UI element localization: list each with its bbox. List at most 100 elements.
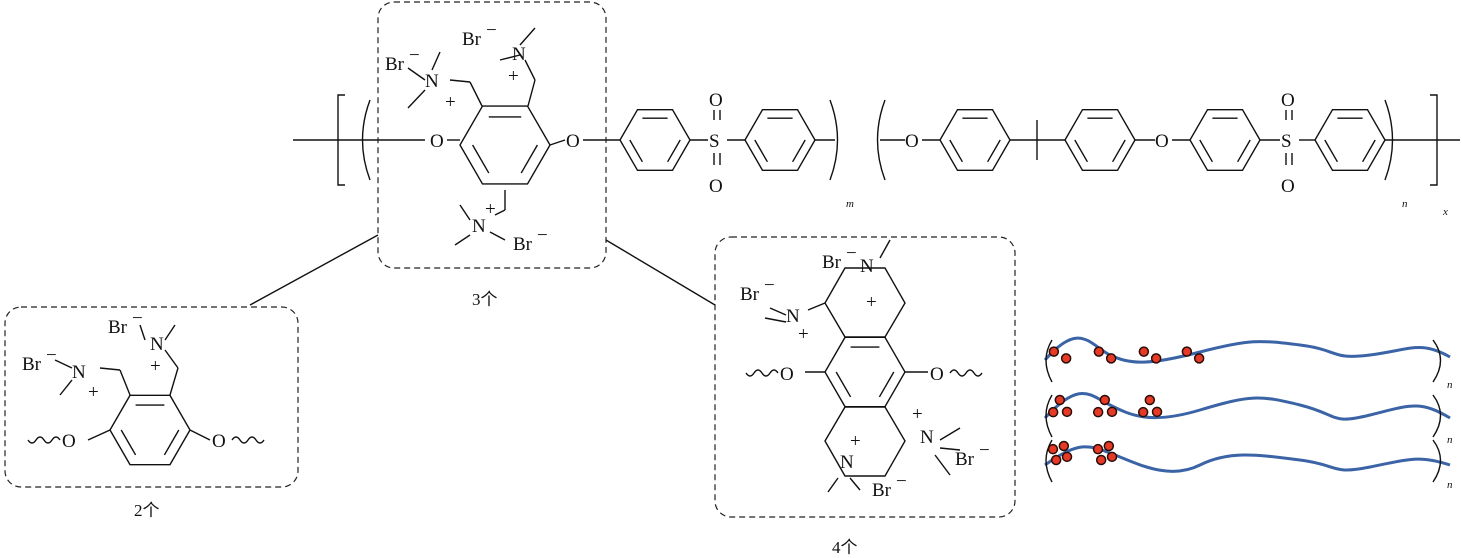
oxygen-label: O [709,90,723,111]
oxygen-label: O [709,176,723,197]
nitrogen-label: N [786,306,800,327]
plus-charge: + [445,92,456,113]
bond [549,139,566,146]
charge-dot [1099,394,1111,406]
sulfur-label: S [1281,131,1292,152]
bond [471,144,490,174]
oxygen-label: O [1281,176,1295,197]
nitrogen-label: N [150,334,164,355]
charge-dot [1105,353,1117,364]
caption-four: 4个 [832,538,858,557]
minus-charge: − [979,440,990,461]
charge-dot [1144,394,1156,406]
charge-dot [1047,406,1059,418]
charge-dot [1106,406,1118,418]
benzene-ring [619,108,691,172]
bond [519,27,536,46]
chain-subscript-n: n [1447,479,1453,491]
plus-charge: + [912,404,923,425]
bond [407,67,426,81]
bond [189,429,211,441]
minus-charge: − [537,225,548,246]
charge-dot [1138,346,1150,357]
plus-charge: + [150,356,161,377]
bond [489,231,506,241]
chain-right-paren [1432,439,1442,483]
nitrogen-label: N [860,256,874,277]
bond [939,427,961,441]
nitrogen-label: N [72,362,86,383]
charge-dot [1058,440,1070,452]
charge-dot [1103,440,1115,452]
bond [849,477,861,491]
bond [939,447,961,451]
charge-dot [1181,346,1193,357]
bromide-label: Br [513,234,533,255]
bond [520,144,539,174]
chain-schematics: nnn [1043,336,1453,491]
oxygen-label: O [62,431,76,452]
nitrogen-label: N [472,216,486,237]
charge-dot [1095,454,1107,466]
bond [54,359,73,369]
bond [764,317,787,323]
charge-dot [1054,394,1066,406]
bond [1324,139,1339,163]
nitrogen-label: N [840,452,854,473]
bond [807,302,826,311]
bond [164,324,176,341]
charge-dot [1047,443,1059,455]
bond [629,139,644,163]
chain-left-paren [1045,394,1053,438]
bond [454,234,471,246]
bond [1361,139,1376,163]
chain-2-per-site-backbone [1043,336,1451,364]
bond [769,307,787,316]
bond [527,79,536,107]
bonds [27,27,1460,493]
left-paren-n [876,99,886,181]
oxygen-label: O [1155,131,1169,152]
subscript-n: n [1402,198,1408,210]
bond [949,139,964,163]
benzene-ring [1189,108,1261,172]
minus-charge: − [486,20,497,41]
charge-dot [1137,406,1149,418]
connector-line-right [605,239,716,306]
bond [1199,139,1214,163]
plus-charge: + [508,66,519,87]
plus-charge: + [485,199,496,220]
wavy-bond [745,369,779,377]
bond [120,429,137,456]
oxygen-label: O [1281,90,1295,111]
bond [431,51,441,71]
nitrogen-label: N [512,44,526,65]
bond [524,59,536,81]
nitrogen-label: N [920,427,934,448]
wavy-bond [949,369,983,377]
bond [499,54,521,61]
bond [791,139,806,163]
charge-dot [1106,451,1118,463]
bond [164,349,179,369]
charge-dot [1151,406,1163,418]
plus-charge: + [866,292,877,313]
chain-subscript-n: n [1447,434,1453,446]
oxygen-label: O [905,131,919,152]
charge-dot [1193,353,1205,364]
minus-charge: − [132,308,143,329]
bond [449,79,471,83]
oxygen-label: O [212,431,226,452]
bond [59,379,73,396]
benzene-ring [1064,108,1136,172]
left-paren-m [361,99,371,181]
minus-charge: − [764,275,775,296]
minus-charge: − [846,243,857,264]
plus-charge: + [850,431,861,452]
plus-charge: + [88,382,99,403]
bond [119,369,131,396]
bromide-label: Br [462,29,482,50]
charge-dot [1048,346,1060,357]
chain-left-paren [1045,439,1053,483]
